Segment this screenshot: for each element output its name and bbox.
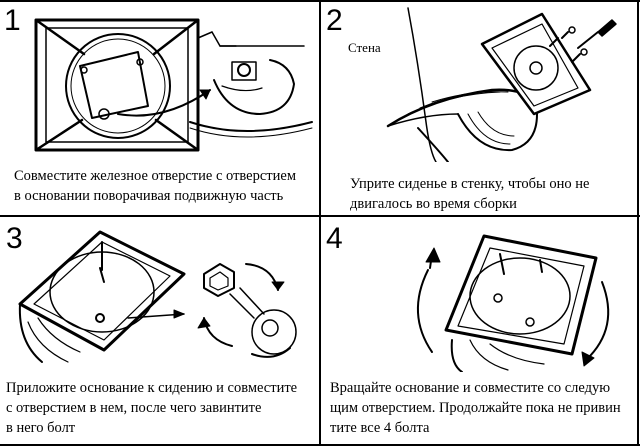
step1-illustration (34, 18, 313, 152)
divider-right (637, 0, 639, 446)
step4-illustration (417, 234, 610, 372)
step1-caption-line1: Совместите железное отверстие с отверсти… (14, 168, 296, 184)
step4-caption-line1: Вращайте основание и совместите со следу… (330, 380, 611, 396)
step2-caption-line1: Уприте сиденье в стенку, чтобы оно не (350, 176, 590, 192)
step4-caption-line3: тите все 4 болта (330, 420, 430, 436)
step3-illustration (18, 230, 297, 363)
divider-center (319, 0, 321, 446)
step2-caption-line2: двигалось во время сборки (350, 196, 517, 212)
step3-caption-line3: в него болт (6, 420, 76, 436)
step-number-1: 1 (4, 4, 21, 37)
step1-caption-line2: в основании поворачивая подвижную часть (14, 188, 284, 204)
step2-illustration (386, 7, 617, 162)
step-number-4: 4 (326, 222, 343, 255)
step3-caption-line2: с отверстием в нем, после чего завинтите (6, 400, 262, 416)
step3-caption-line1: Приложите основание к сидению и совмести… (6, 380, 298, 396)
step-number-3: 3 (6, 222, 23, 255)
wall-label: Стена (348, 40, 381, 55)
step4-caption-line2: щим отверстием. Продолжайте пока не прив… (330, 400, 621, 416)
step-number-2: 2 (326, 4, 343, 37)
